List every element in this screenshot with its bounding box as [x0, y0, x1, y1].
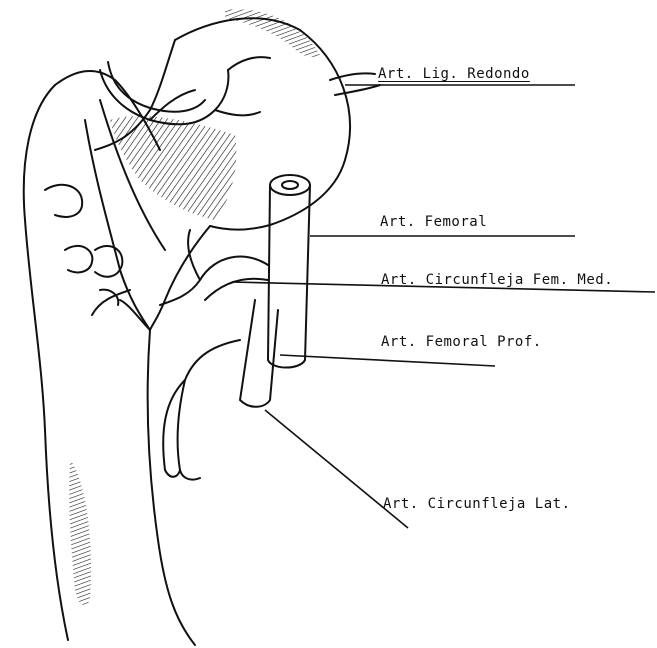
femur-shaft-outer	[24, 85, 68, 640]
lig-redondo-artery	[100, 70, 228, 124]
hatched-head-top	[225, 9, 320, 57]
femur-shaft-inner	[148, 330, 195, 645]
label-circunfleja-lat: Art. Circunfleja Lat.	[383, 496, 571, 512]
femoral-artery-top	[270, 175, 310, 195]
femoral-profunda-tube	[240, 300, 278, 407]
hatched-shaft	[69, 460, 91, 605]
label-femoral-prof: Art. Femoral Prof.	[381, 334, 542, 350]
circunfleja-lat-branches	[178, 340, 240, 480]
hatched-neck	[110, 116, 236, 220]
circunfleja-med-branches	[160, 257, 268, 305]
label-circunfleja-med: Art. Circunfleja Fem. Med.	[381, 272, 613, 288]
leader-femoral-prof	[280, 355, 495, 366]
femoral-artery-tube	[268, 185, 310, 368]
label-lig-redondo: Art. Lig. Redondo	[378, 66, 530, 82]
label-femoral: Art. Femoral	[380, 214, 487, 230]
